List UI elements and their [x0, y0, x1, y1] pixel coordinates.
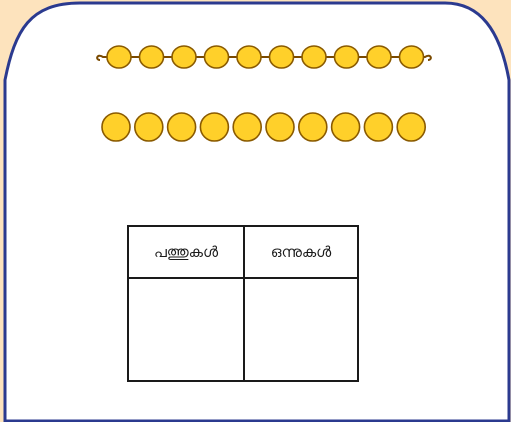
- loose-bead: [299, 113, 327, 141]
- loose-bead: [168, 113, 196, 141]
- loose-bead: [135, 113, 163, 141]
- loose-bead: [233, 113, 261, 141]
- loose-bead: [332, 113, 360, 141]
- strung-bead: [270, 46, 294, 68]
- strung-bead: [172, 46, 196, 68]
- strung-bead: [237, 46, 261, 68]
- strung-bead: [107, 46, 131, 68]
- tens-column-header: പത്തുകൾ: [128, 226, 244, 278]
- loose-bead: [200, 113, 228, 141]
- loose-bead: [364, 113, 392, 141]
- strung-bead: [205, 46, 229, 68]
- loose-bead: [266, 113, 294, 141]
- loose-bead: [397, 113, 425, 141]
- strung-bead: [400, 46, 424, 68]
- strung-bead: [140, 46, 164, 68]
- ones-column-header: ഒന്നുകൾ: [244, 226, 358, 278]
- loose-bead: [102, 113, 130, 141]
- strung-bead: [302, 46, 326, 68]
- strung-bead: [335, 46, 359, 68]
- strung-bead: [367, 46, 391, 68]
